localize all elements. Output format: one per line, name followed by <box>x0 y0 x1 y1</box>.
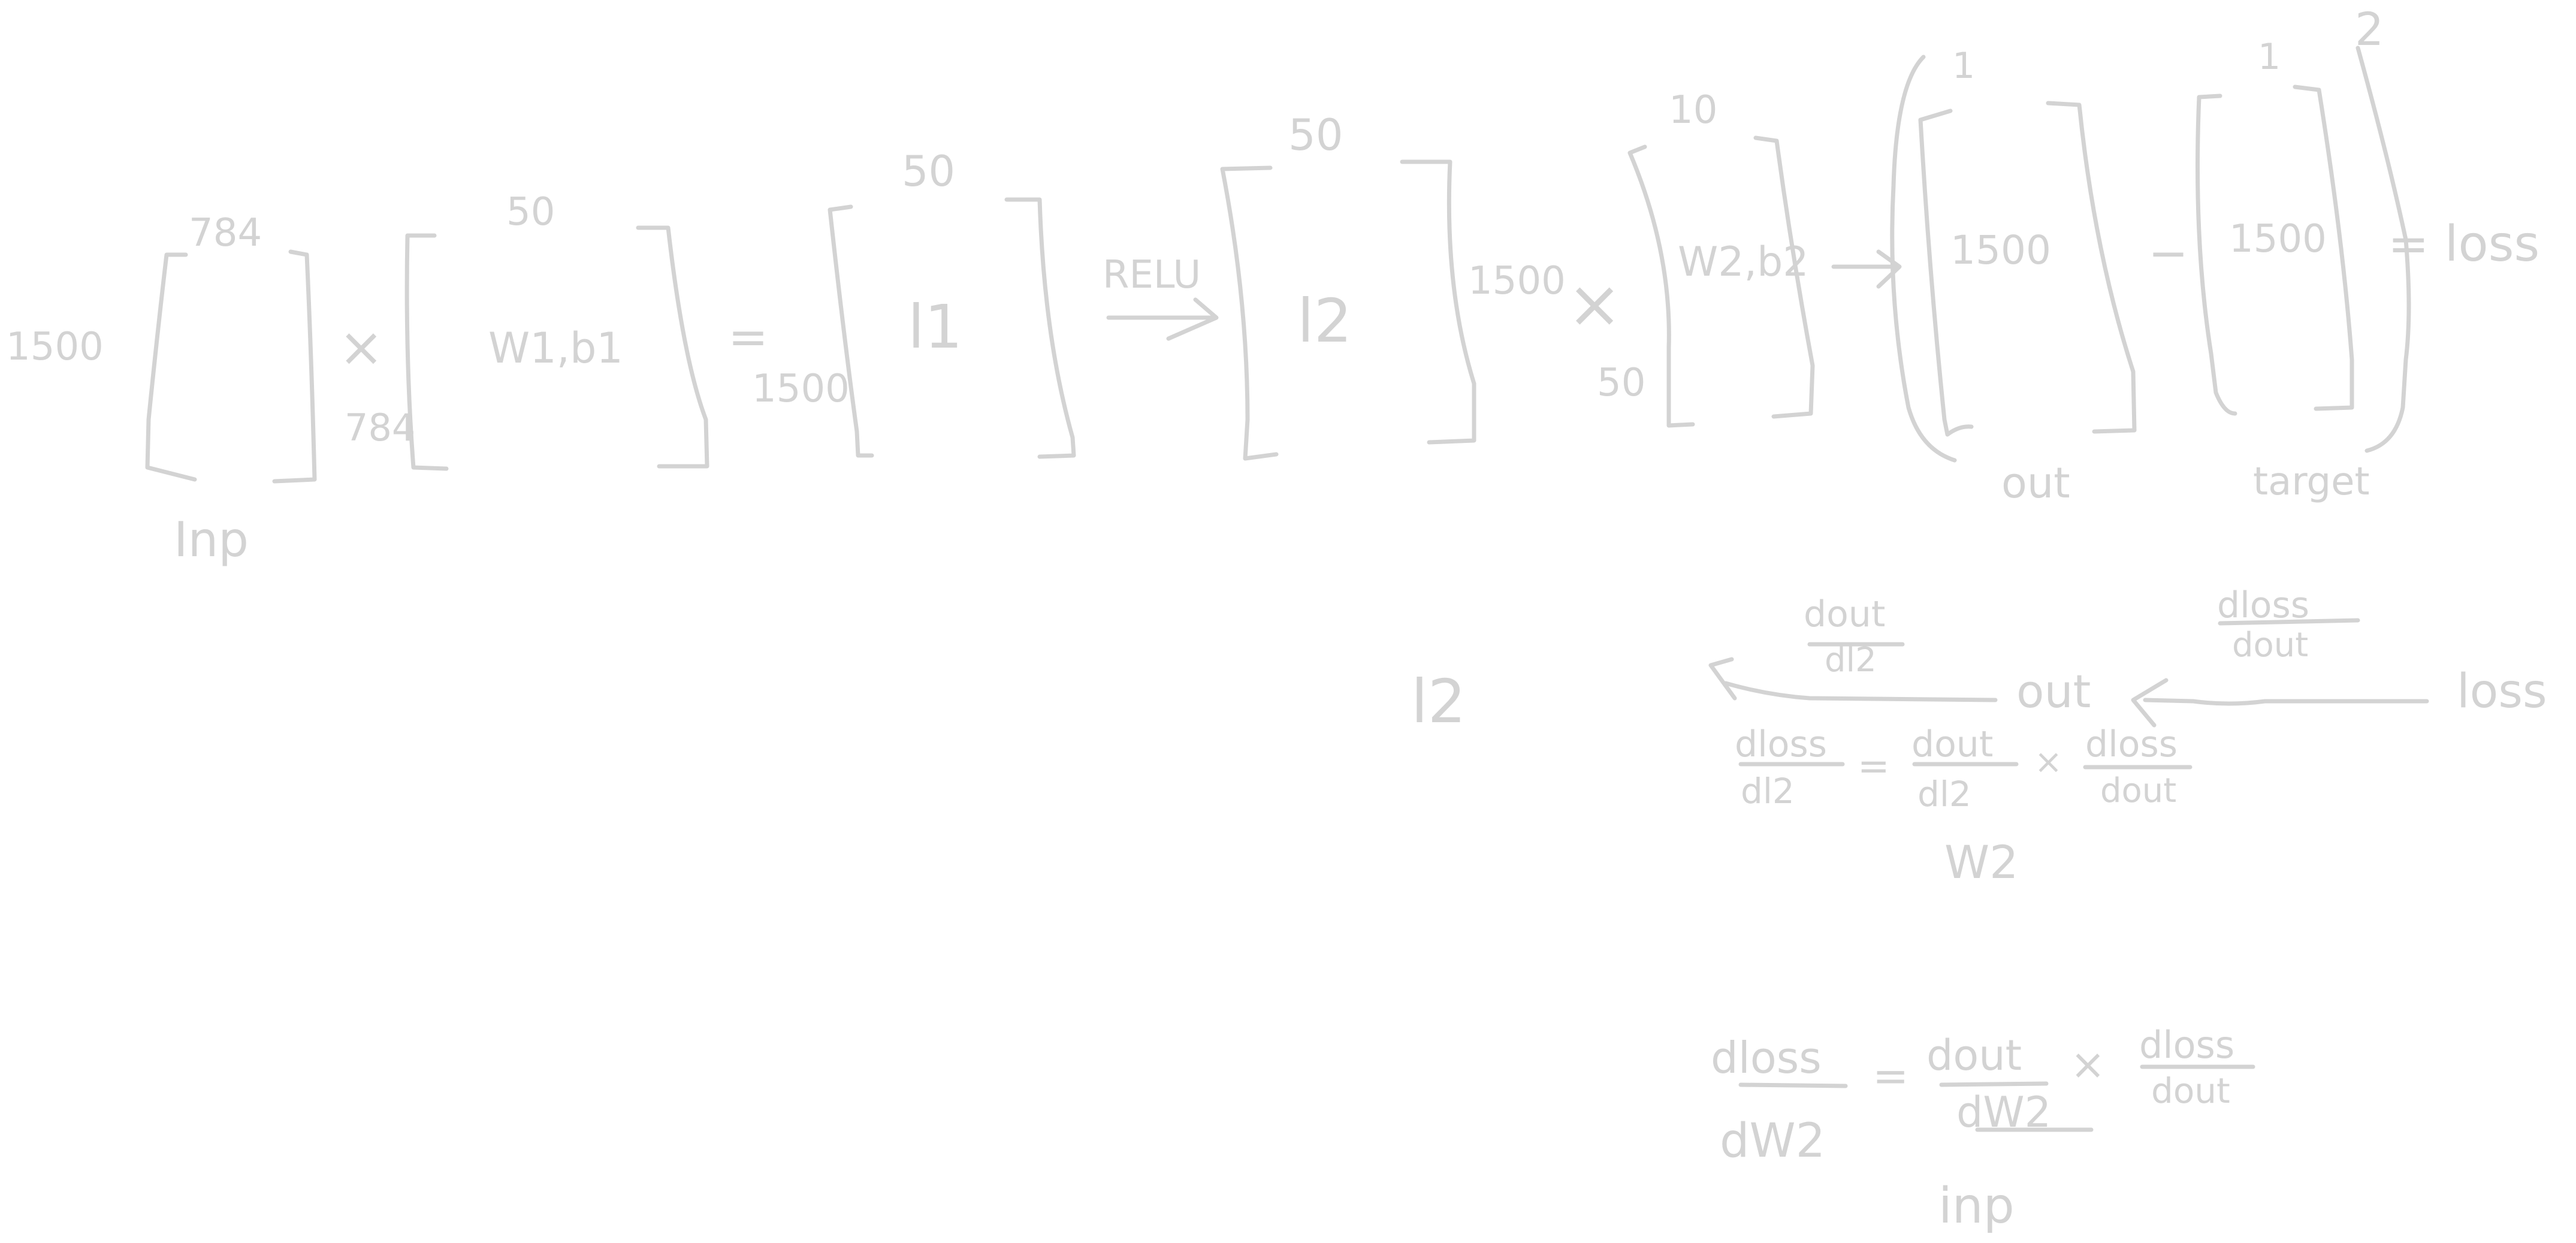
eq1-rhs-numerator: dloss <box>2085 723 2178 765</box>
eq2-mid-bar <box>1939 1081 2049 1087</box>
dloss-dout-fraction: dloss dout <box>2217 584 2360 665</box>
equals-sign-1: = <box>728 309 768 365</box>
dloss-dout-numerator: dloss <box>2217 584 2309 626</box>
out-cols-label: 1 <box>1952 45 1975 87</box>
eq2-times: × <box>2070 1040 2106 1089</box>
eq1-equals: = <box>1858 744 1890 789</box>
eq2-rhs-denominator: dout <box>2151 1070 2230 1111</box>
eq2-mid-numerator: dout <box>1926 1031 2022 1080</box>
chain-rule-l2: dloss dl2 = dout dl2 × dloss dout W2 <box>1735 723 2193 889</box>
backward-out-node: out <box>2016 665 2091 718</box>
backward-pass: l2 out loss dout dl2 dloss dout dloss <box>1411 584 2547 1235</box>
eq1-lhs-denominator: dl2 <box>1741 771 1795 811</box>
l1-left-bracket <box>828 204 874 458</box>
out-matrix: 1 1500 out <box>1918 45 2137 508</box>
square-exponent: 2 <box>2355 2 2384 56</box>
w1-rows-label: 784 <box>345 406 415 449</box>
l2-cols-label: 50 <box>1288 110 1343 160</box>
l1-rows-label: 1500 <box>752 367 850 411</box>
eq1-mid-denominator: dl2 <box>1917 774 1971 814</box>
multiply-sign-1: × <box>339 316 383 379</box>
dout-dl2-denominator: dl2 <box>1825 641 1877 680</box>
out-to-l2-arrow <box>1708 657 1998 702</box>
w1-cols-label: 50 <box>506 190 555 234</box>
eq1-rhs-denominator: dout <box>2100 771 2176 810</box>
out-left-bracket <box>1918 108 1974 437</box>
target-right-bracket <box>2293 85 2354 411</box>
w2-to-loss-arrow <box>1831 249 1902 289</box>
backward-l2-node: l2 <box>1411 666 1466 737</box>
eq2-rhs-numerator: dloss <box>2139 1023 2234 1067</box>
l1-name-label: l1 <box>908 292 962 362</box>
input-matrix: 1500 784 Inp <box>6 211 317 568</box>
target-rows-label: 1500 <box>2229 217 2327 261</box>
w2-left-bracket <box>1627 144 1695 428</box>
out-to-l2-arrow-shaft <box>1723 681 1998 702</box>
l2-rows-label: 1500 <box>1468 259 1566 303</box>
w2-cols-label: 10 <box>1669 88 1717 132</box>
out-rows-label: 1500 <box>1950 227 2051 273</box>
eq2-note: inp <box>1938 1178 2015 1235</box>
target-left-bracket <box>2196 93 2237 416</box>
input-name-label: Inp <box>174 512 249 568</box>
eq1-times: × <box>2034 743 2062 782</box>
loss-equation-label: = loss <box>2388 216 2539 273</box>
w2-matrix: 10 50 W2,b2 <box>1597 88 1815 428</box>
w1-left-bracket <box>404 233 449 471</box>
l2-right-bracket <box>1400 159 1476 445</box>
loss-to-out-arrow-shaft <box>2143 698 2429 706</box>
eq2-equals: = <box>1873 1051 1908 1101</box>
dout-dl2-fraction: dout dl2 <box>1804 593 1905 680</box>
w2-to-loss-arrow-head <box>1876 249 1902 289</box>
l2-left-bracket <box>1220 165 1279 461</box>
dloss-dout-bar <box>2218 618 2360 626</box>
target-name-label: target <box>2253 460 2370 504</box>
l1-cols-label: 50 <box>902 147 955 196</box>
minus-sign: − <box>2148 225 2188 281</box>
w1-name-label: W1,b1 <box>488 324 623 373</box>
l2-name-label: l2 <box>1297 286 1352 356</box>
dout-dl2-numerator: dout <box>1804 593 1885 635</box>
out-right-bracket <box>2046 101 2137 434</box>
relu-arrow-head <box>1166 297 1219 341</box>
w1-matrix: 784 50 W1,b1 <box>345 190 709 471</box>
forward-pass: 1500 784 Inp × 784 50 W1,b1 = 1500 50 l1… <box>6 2 2539 568</box>
multiply-sign-2: × <box>1567 266 1622 342</box>
l1-right-bracket <box>1004 197 1076 459</box>
loss-to-out-arrow-head <box>2131 678 2169 728</box>
chain-rule-w2: dloss dW2 = dout dW2 × dloss dout inp <box>1711 1023 2255 1235</box>
out-name-label: out <box>2001 458 2070 508</box>
backward-loss-node: loss <box>2457 665 2547 719</box>
l2-matrix: 50 l2 1500 <box>1220 110 1566 461</box>
input-rows-label: 1500 <box>6 325 104 369</box>
l1-matrix: 1500 50 l1 <box>752 147 1076 459</box>
target-cols-label: 1 <box>2258 36 2281 78</box>
input-cols-label: 784 <box>189 211 262 255</box>
relu-arrow: RELU <box>1103 253 1219 341</box>
dloss-dout-denominator: dout <box>2232 626 2308 665</box>
input-right-bracket <box>272 249 317 484</box>
loss-open-paren <box>1890 55 1957 463</box>
eq1-note: W2 <box>1944 835 2019 889</box>
eq1-mid-numerator: dout <box>1911 723 1993 765</box>
eq1-lhs-numerator: dloss <box>1735 723 1827 765</box>
eq2-lhs-denominator: dW2 <box>1720 1114 1825 1168</box>
w2-name-label: W2,b2 <box>1678 239 1809 286</box>
relu-label: RELU <box>1103 253 1201 297</box>
out-to-l2-arrow-head <box>1708 657 1737 701</box>
w2-rows-label: 50 <box>1597 361 1645 405</box>
input-left-bracket <box>145 252 197 482</box>
w2-right-bracket <box>1753 135 1815 419</box>
eq2-lhs-numerator: dloss <box>1711 1033 1822 1083</box>
loss-close-paren <box>2355 46 2411 453</box>
loss-to-out-arrow <box>2131 678 2429 728</box>
eq2-lhs-bar <box>1738 1082 1848 1088</box>
target-matrix: 1 1500 target <box>2196 36 2370 504</box>
w1-right-bracket <box>636 225 709 469</box>
